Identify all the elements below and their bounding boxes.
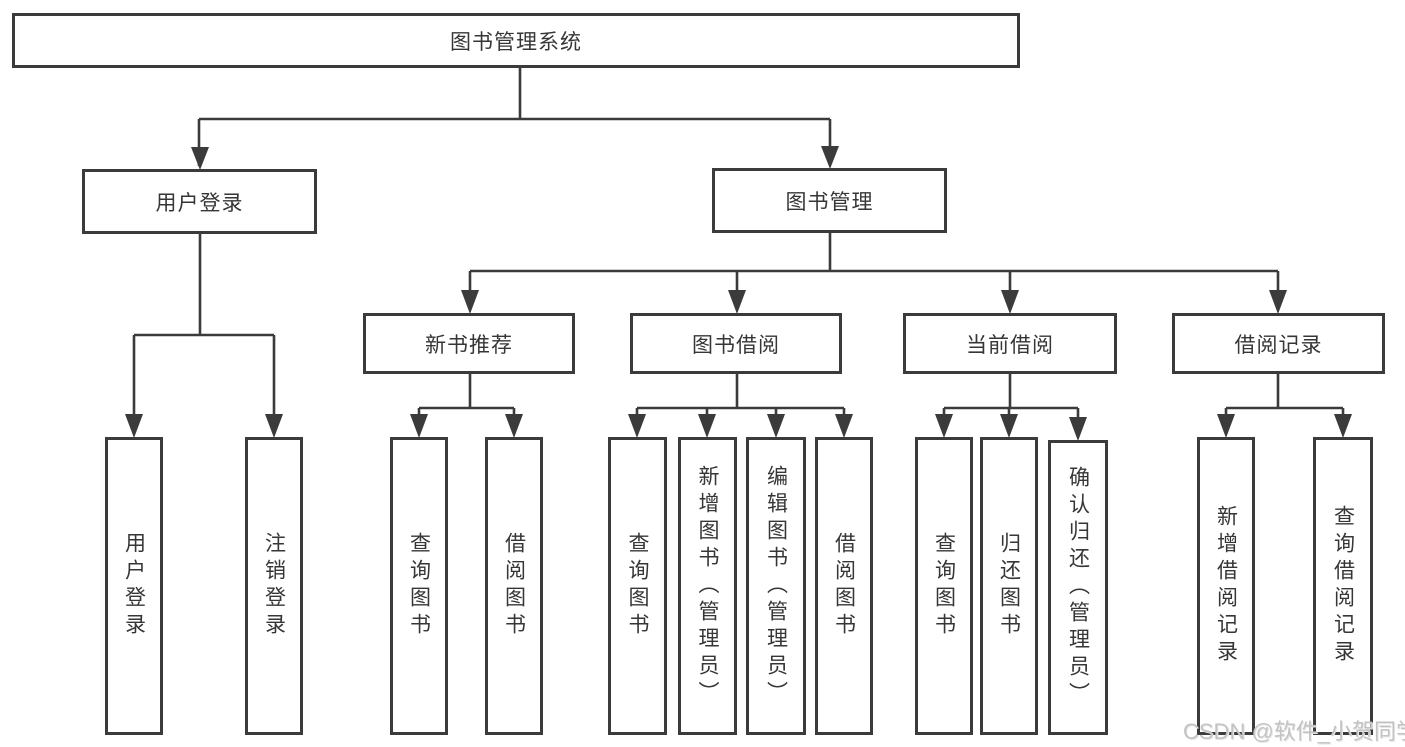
node-label: 新书推荐	[425, 333, 513, 357]
node-current-borrowing: 当前借阅	[903, 313, 1117, 374]
node-label: 新增图书（管理员）	[696, 464, 719, 708]
arrowheads	[125, 146, 1352, 441]
node-label: 图书管理系统	[450, 30, 582, 54]
node-label: 确认归还（管理员）	[1066, 466, 1090, 709]
node-new-book-recommend: 新书推荐	[363, 313, 575, 374]
node-leaf-logout: 注销登录	[245, 437, 303, 735]
node-leaf-add-borrow-record: 新增借阅记录	[1197, 437, 1255, 735]
node-leaf-user-login: 用户登录	[105, 437, 163, 735]
node-label: 借阅记录	[1234, 333, 1323, 357]
node-label: 借阅图书	[832, 532, 856, 640]
node-label: 图书管理	[785, 190, 874, 214]
node-leaf-borrow-books: 借阅图书	[485, 437, 543, 735]
node-borrowing-records: 借阅记录	[1172, 313, 1385, 374]
node-label: 查询图书	[932, 532, 956, 640]
node-label: 新增借阅记录	[1214, 505, 1238, 667]
node-label: 用户登录	[155, 191, 244, 215]
node-label: 借阅图书	[502, 532, 526, 640]
node-user-login: 用户登录	[82, 169, 317, 234]
node-label: 当前借阅	[966, 333, 1054, 357]
node-label: 归还图书	[997, 532, 1021, 640]
node-leaf-query-books: 查询图书	[915, 437, 973, 735]
node-leaf-edit-books-admin: 编辑图书（管理员）	[746, 437, 806, 735]
node-label: 注销登录	[262, 532, 286, 640]
node-leaf-query-books: 查询图书	[608, 437, 667, 735]
node-library-management-system: 图书管理系统	[12, 13, 1020, 68]
node-leaf-return-books: 归还图书	[980, 437, 1038, 735]
node-label: 编辑图书（管理员）	[764, 464, 788, 708]
node-label: 查询图书	[407, 532, 431, 640]
node-label: 查询借阅记录	[1331, 505, 1355, 667]
node-label: 查询图书	[626, 532, 649, 640]
node-leaf-query-borrow-record: 查询借阅记录	[1313, 437, 1373, 735]
node-label: 图书借阅	[692, 333, 780, 357]
node-leaf-confirm-return-admin: 确认归还（管理员）	[1048, 440, 1108, 735]
node-leaf-add-books-admin: 新增图书（管理员）	[678, 437, 737, 735]
node-label: 用户登录	[122, 532, 146, 640]
csdn-watermark: CSDN @软件_小贺同学	[1183, 719, 1405, 744]
node-book-borrowing: 图书借阅	[630, 313, 842, 374]
node-book-management: 图书管理	[712, 168, 947, 233]
node-leaf-query-books: 查询图书	[390, 437, 448, 735]
node-leaf-borrow-books: 借阅图书	[815, 437, 873, 735]
